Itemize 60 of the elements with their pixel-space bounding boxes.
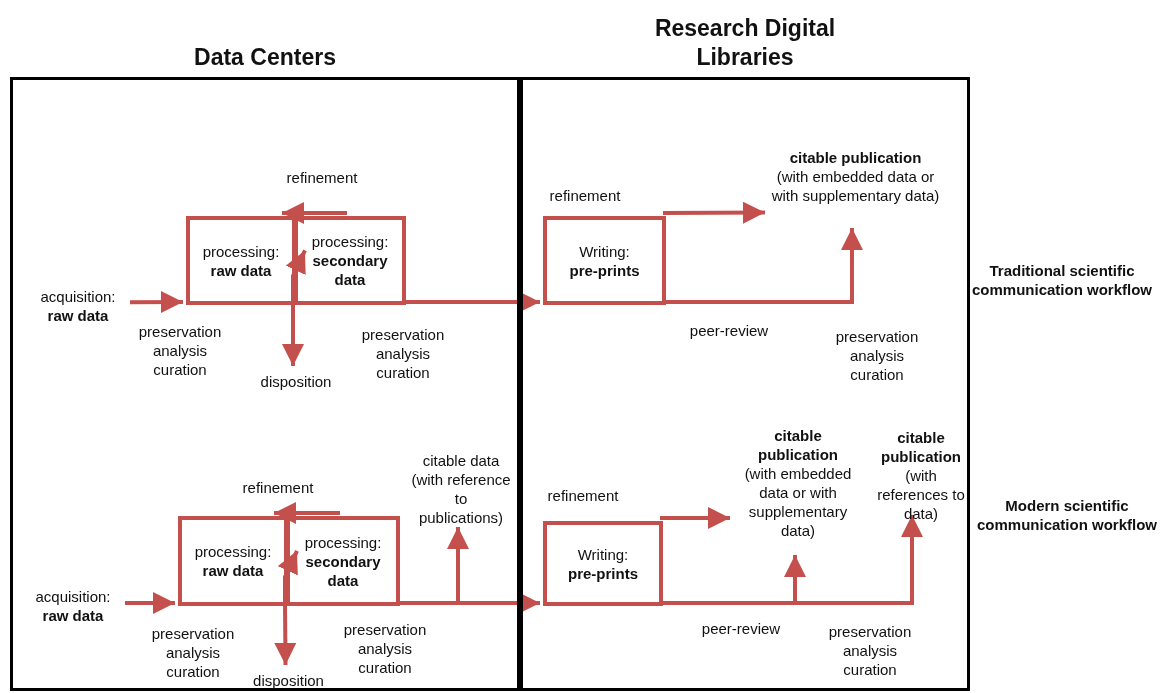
- node-text: citable publication: [789, 147, 922, 167]
- annotation-text: refinement: [285, 167, 359, 187]
- node-text: (with embedded data or with supplementary data): [743, 464, 853, 540]
- annotation-text: refinement: [546, 485, 620, 505]
- node-text: raw data: [47, 306, 109, 325]
- arrow: [277, 549, 299, 603]
- process-box: [186, 216, 296, 305]
- arrow: [285, 249, 307, 302]
- annotation-text: peer-review: [700, 618, 782, 638]
- node-text: secondary data: [304, 551, 382, 590]
- column-heading: Data Centers: [193, 43, 337, 72]
- node-text: acquisition:: [35, 587, 111, 606]
- node-text: (with references to data): [876, 466, 966, 523]
- node-text: disposition: [260, 371, 332, 391]
- annotation-text: preservation analysis curation: [827, 621, 913, 679]
- arrow: [274, 502, 340, 524]
- node-text: processing:: [202, 241, 280, 261]
- node-text: processing:: [311, 232, 389, 251]
- annotation-text: preservation analysis curation: [360, 324, 446, 382]
- node-text: (with embedded data or with supplementary data): [770, 166, 941, 205]
- node-text: processing:: [304, 532, 382, 552]
- arrow: [663, 201, 765, 224]
- node-text: raw data: [202, 561, 264, 580]
- node-text: processing:: [194, 542, 272, 561]
- node-text: acquisition:: [40, 287, 116, 306]
- node-text: Writing:: [579, 241, 630, 261]
- node-text: citable data (with reference to publications): [411, 451, 511, 527]
- annotation-text: preservation analysis curation: [834, 326, 920, 384]
- node-text: disposition: [253, 670, 324, 690]
- column-heading: Research Digital Libraries: [653, 14, 837, 72]
- annotation-text: refinement: [548, 185, 622, 205]
- node-text: pre-prints: [569, 260, 640, 280]
- node-text: raw data: [42, 606, 104, 625]
- node-text: raw data: [210, 260, 272, 280]
- arrow: [403, 291, 540, 313]
- node-text: secondary data: [311, 251, 389, 289]
- node-text: citable publication: [880, 428, 962, 466]
- annotation-text: preservation analysis curation: [342, 619, 428, 677]
- annotation-text: preservation analysis curation: [150, 623, 236, 681]
- process-box: [543, 521, 663, 606]
- annotation-text: refinement: [241, 477, 315, 497]
- process-box: [294, 216, 406, 305]
- row-label: Traditional scientific communication workflow: [971, 261, 1153, 299]
- node-text: Writing:: [577, 544, 629, 564]
- process-box: [543, 216, 666, 305]
- arrow: [274, 603, 297, 665]
- arrow: [282, 302, 304, 366]
- arrow: [282, 202, 347, 224]
- annotation-text: preservation analysis curation: [137, 321, 223, 379]
- node-text: pre-prints: [568, 563, 638, 583]
- arrow: [663, 228, 863, 304]
- arrow: [660, 515, 923, 605]
- arrow: [125, 592, 175, 614]
- arrow: [130, 291, 183, 314]
- arrow: [660, 506, 730, 529]
- annotation-text: peer-review: [688, 320, 770, 340]
- row-label: Modern scientific communication workflow: [976, 496, 1158, 534]
- node-text: citable publication: [757, 426, 839, 464]
- process-box: [286, 516, 400, 606]
- process-box: [178, 516, 288, 606]
